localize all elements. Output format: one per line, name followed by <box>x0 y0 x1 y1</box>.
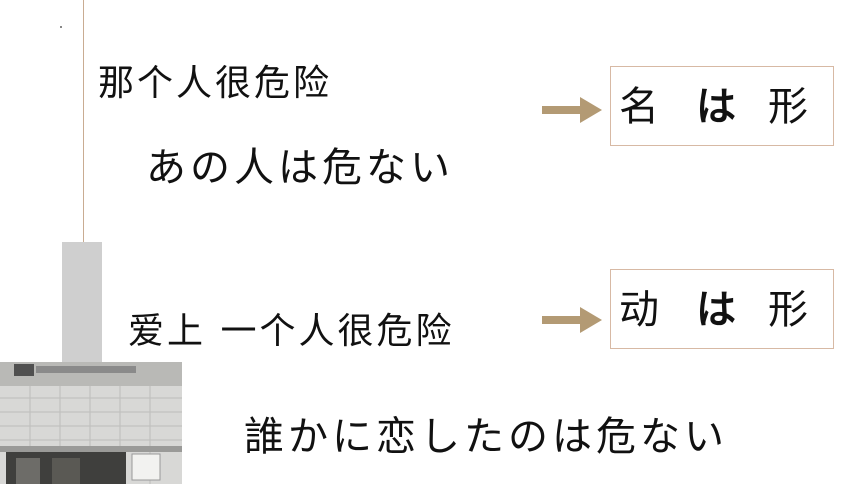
building-photo <box>0 362 182 484</box>
arrow-right-icon <box>542 97 602 123</box>
pattern-2-particle: は <box>696 287 736 333</box>
building-photo-graphic <box>0 362 182 484</box>
arrow-right-icon <box>542 307 602 333</box>
decorative-gray-bar <box>62 242 102 362</box>
pattern-2-verb: 动 <box>619 287 659 333</box>
pattern-box-2: 动 は 形 <box>610 269 834 349</box>
japanese-sentence-2: 誰かに恋したのは危ない <box>244 414 728 460</box>
pattern-1-noun: 名 <box>619 84 659 130</box>
decorative-dot <box>60 26 62 28</box>
accent-vertical-line <box>83 0 84 242</box>
pattern-1-adjective: 形 <box>768 84 808 130</box>
chinese-sentence-1: 那个人很危险 <box>98 63 333 104</box>
pattern-2-adjective: 形 <box>768 287 808 333</box>
chinese-sentence-2: 爱上 一个人很危险 <box>128 311 455 352</box>
japanese-sentence-1: あの人は危ない <box>146 145 454 191</box>
pattern-1-particle: は <box>696 84 736 130</box>
pattern-box-1: 名 は 形 <box>610 66 834 146</box>
